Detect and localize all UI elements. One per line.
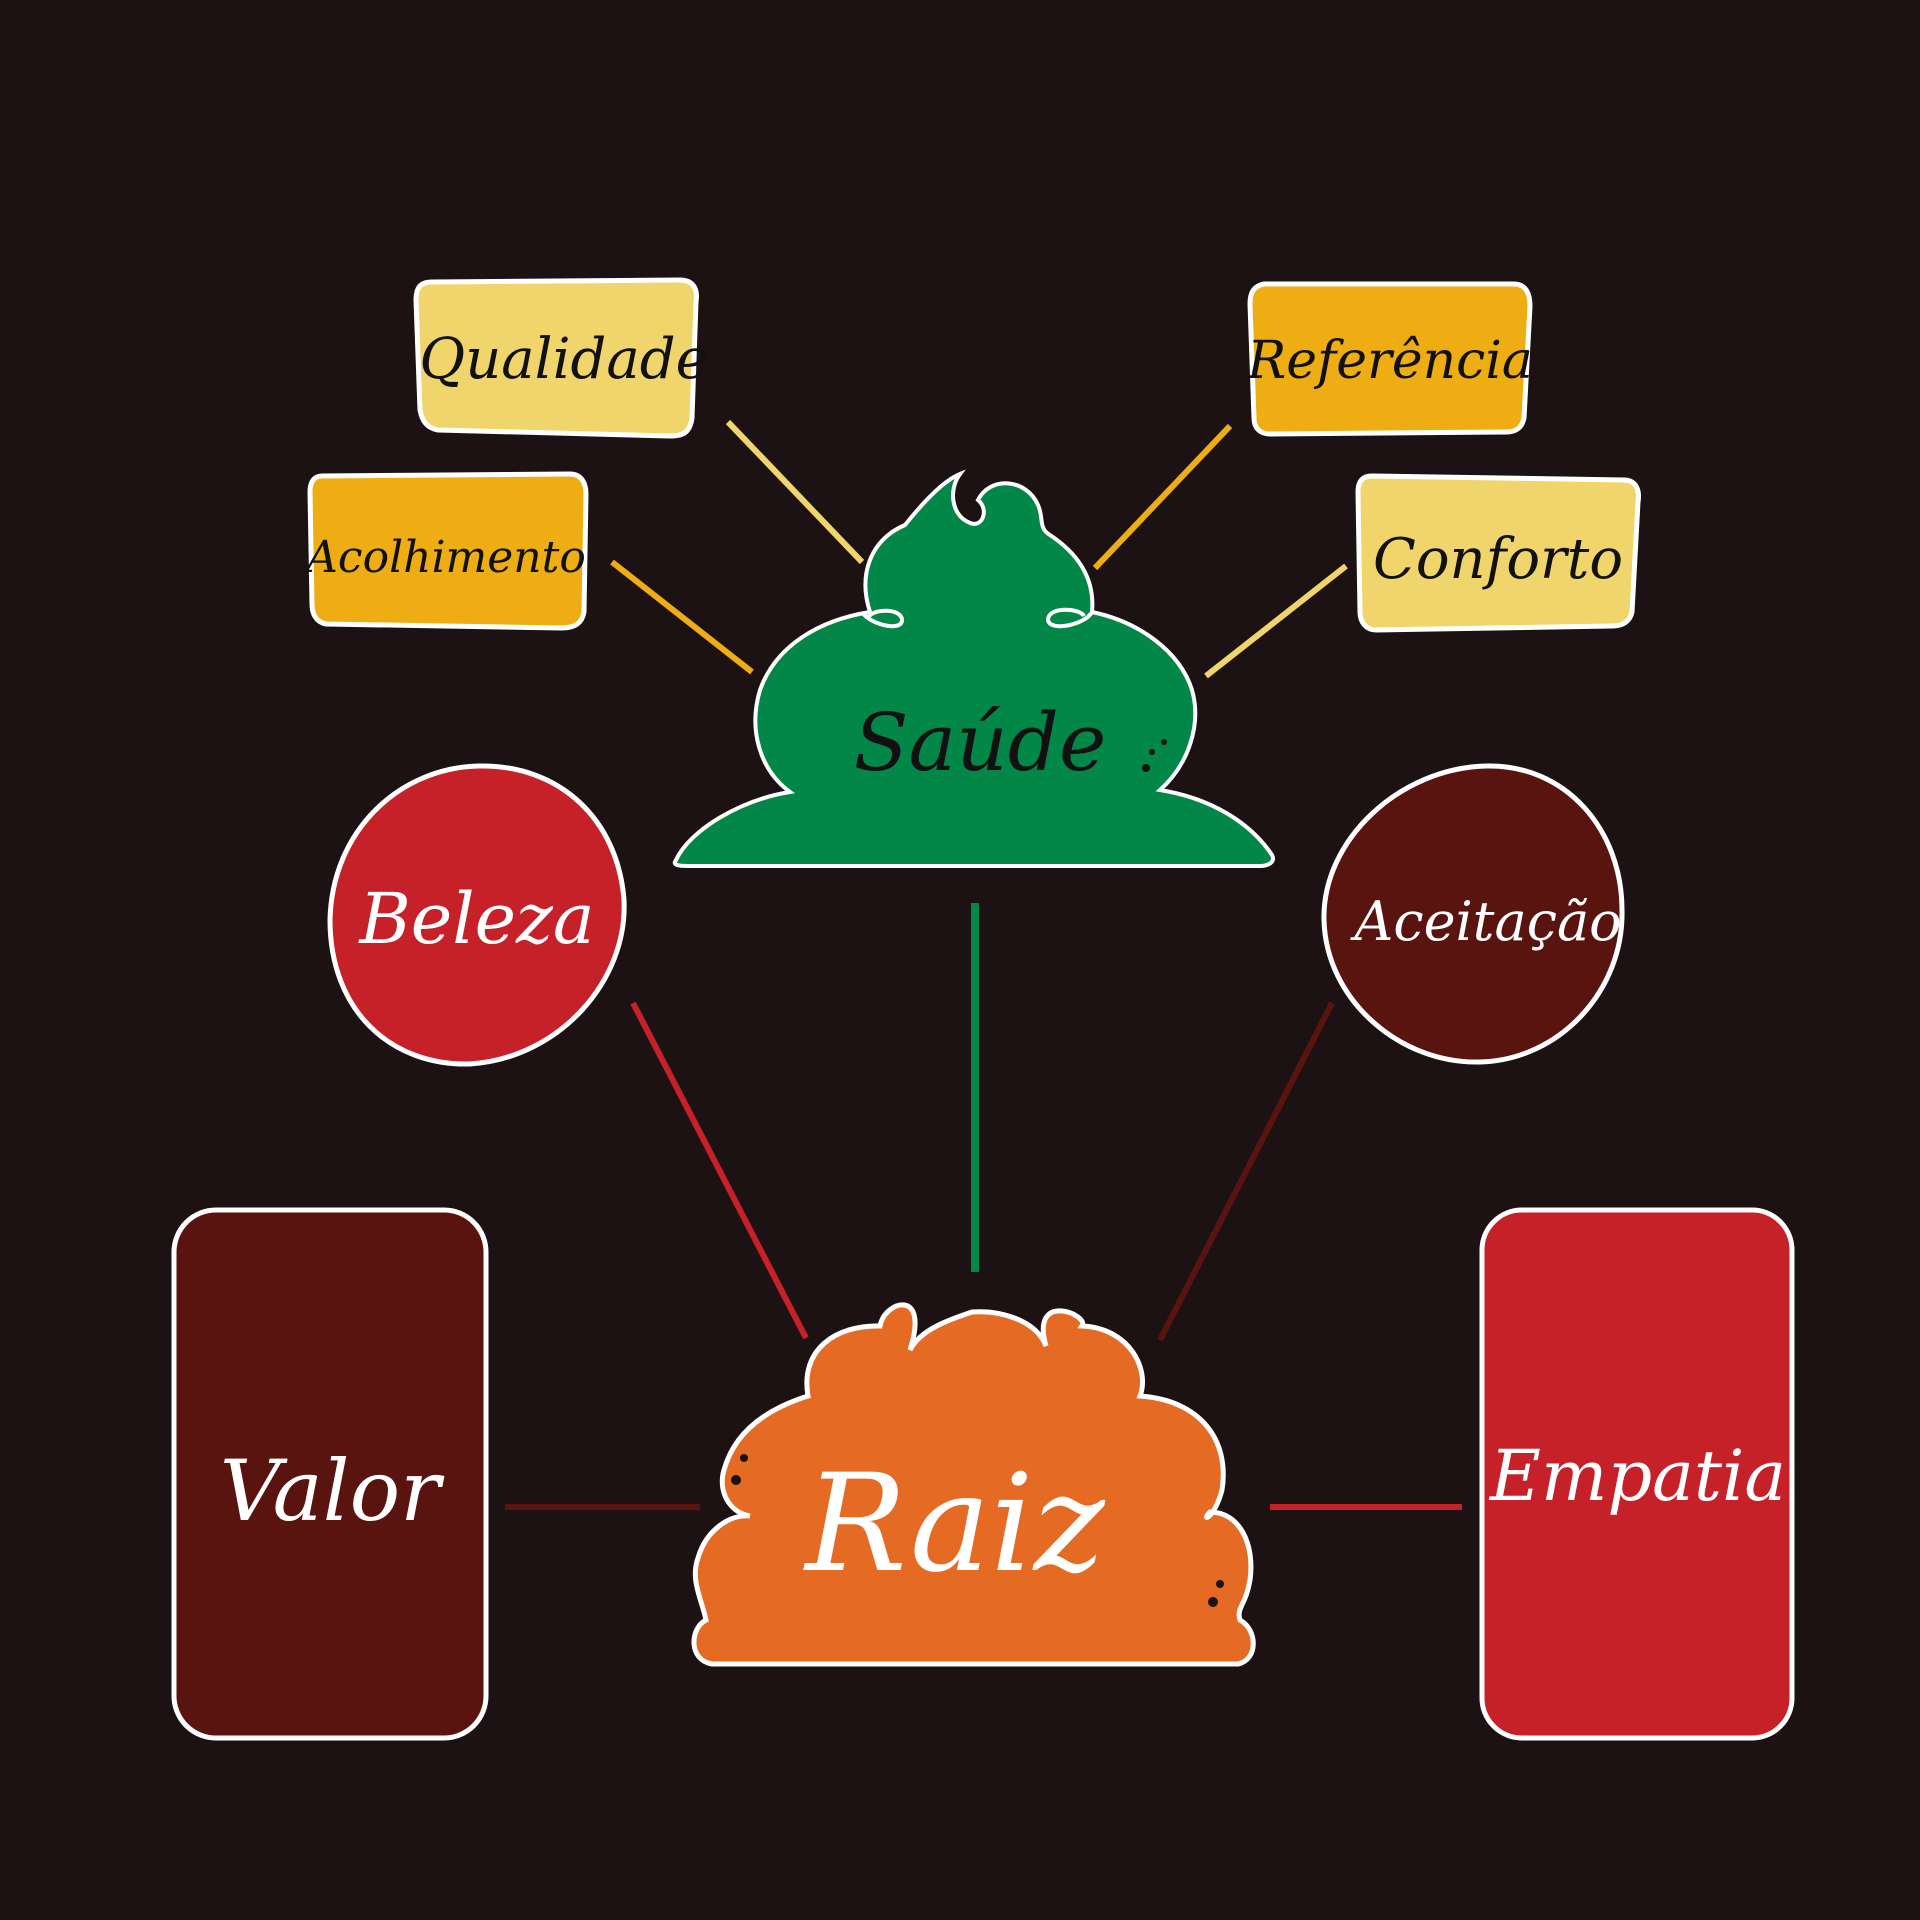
aceitacao-circle-shape xyxy=(1321,763,1625,1065)
connector-saude-referencia xyxy=(1092,423,1233,571)
valor-label: Valor xyxy=(220,1442,445,1540)
valor-card-shape xyxy=(171,1207,489,1741)
acolhimento-tag: Acolhimento xyxy=(302,471,589,631)
conforto-tag-shape xyxy=(1355,473,1641,633)
connector-aceitacao-raiz xyxy=(1157,1001,1335,1342)
raiz-dot xyxy=(731,1475,741,1485)
referencia-tag-shape xyxy=(1247,281,1533,437)
qualidade-tag-shape xyxy=(413,277,699,439)
valor-card: Valor xyxy=(171,1207,489,1741)
beleza-label: Beleza xyxy=(357,878,594,960)
beleza-node: Beleza xyxy=(327,763,627,1067)
acolhimento-label: Acolhimento xyxy=(302,532,586,583)
connector-saude-qualidade xyxy=(725,419,865,565)
saude-label: Saúde xyxy=(854,696,1107,789)
empatia-card-shape xyxy=(1479,1207,1795,1741)
acolhimento-tag-shape xyxy=(307,471,589,631)
saude-dot xyxy=(1161,739,1167,745)
saude-swirl-left xyxy=(860,608,905,629)
raiz-dot xyxy=(1208,1597,1218,1607)
empatia-card: Empatia xyxy=(1479,1207,1795,1741)
referencia-label: Referência xyxy=(1246,331,1533,391)
aceitacao-label: Aceitação xyxy=(1349,890,1621,953)
conforto-tag: Conforto xyxy=(1355,473,1641,633)
saude-node: Saúde xyxy=(672,469,1275,868)
connector-saude-acolhimento xyxy=(610,559,754,675)
qualidade-tag: Qualidade xyxy=(413,277,709,439)
raiz-cloud-shape xyxy=(691,1302,1256,1667)
connector-saude-conforto xyxy=(1204,563,1348,679)
beleza-circle-shape xyxy=(327,763,627,1067)
saude-swirl-right xyxy=(1045,607,1094,629)
empatia-label: Empatia xyxy=(1488,1435,1786,1517)
raiz-dot xyxy=(740,1454,748,1462)
raiz-dot xyxy=(1216,1580,1224,1588)
connectors xyxy=(505,419,1462,1510)
conforto-label: Conforto xyxy=(1373,527,1623,592)
aceitacao-node: Aceitação xyxy=(1321,763,1625,1065)
raiz-label: Raiz xyxy=(802,1445,1105,1602)
connector-beleza-raiz xyxy=(630,1001,809,1340)
raiz-node: Raiz xyxy=(691,1302,1256,1667)
saude-cloud-shape xyxy=(672,469,1275,868)
saude-dot xyxy=(1149,749,1155,755)
referencia-tag: Referência xyxy=(1246,281,1533,437)
saude-dot xyxy=(1142,764,1150,772)
qualidade-label: Qualidade xyxy=(419,327,708,392)
